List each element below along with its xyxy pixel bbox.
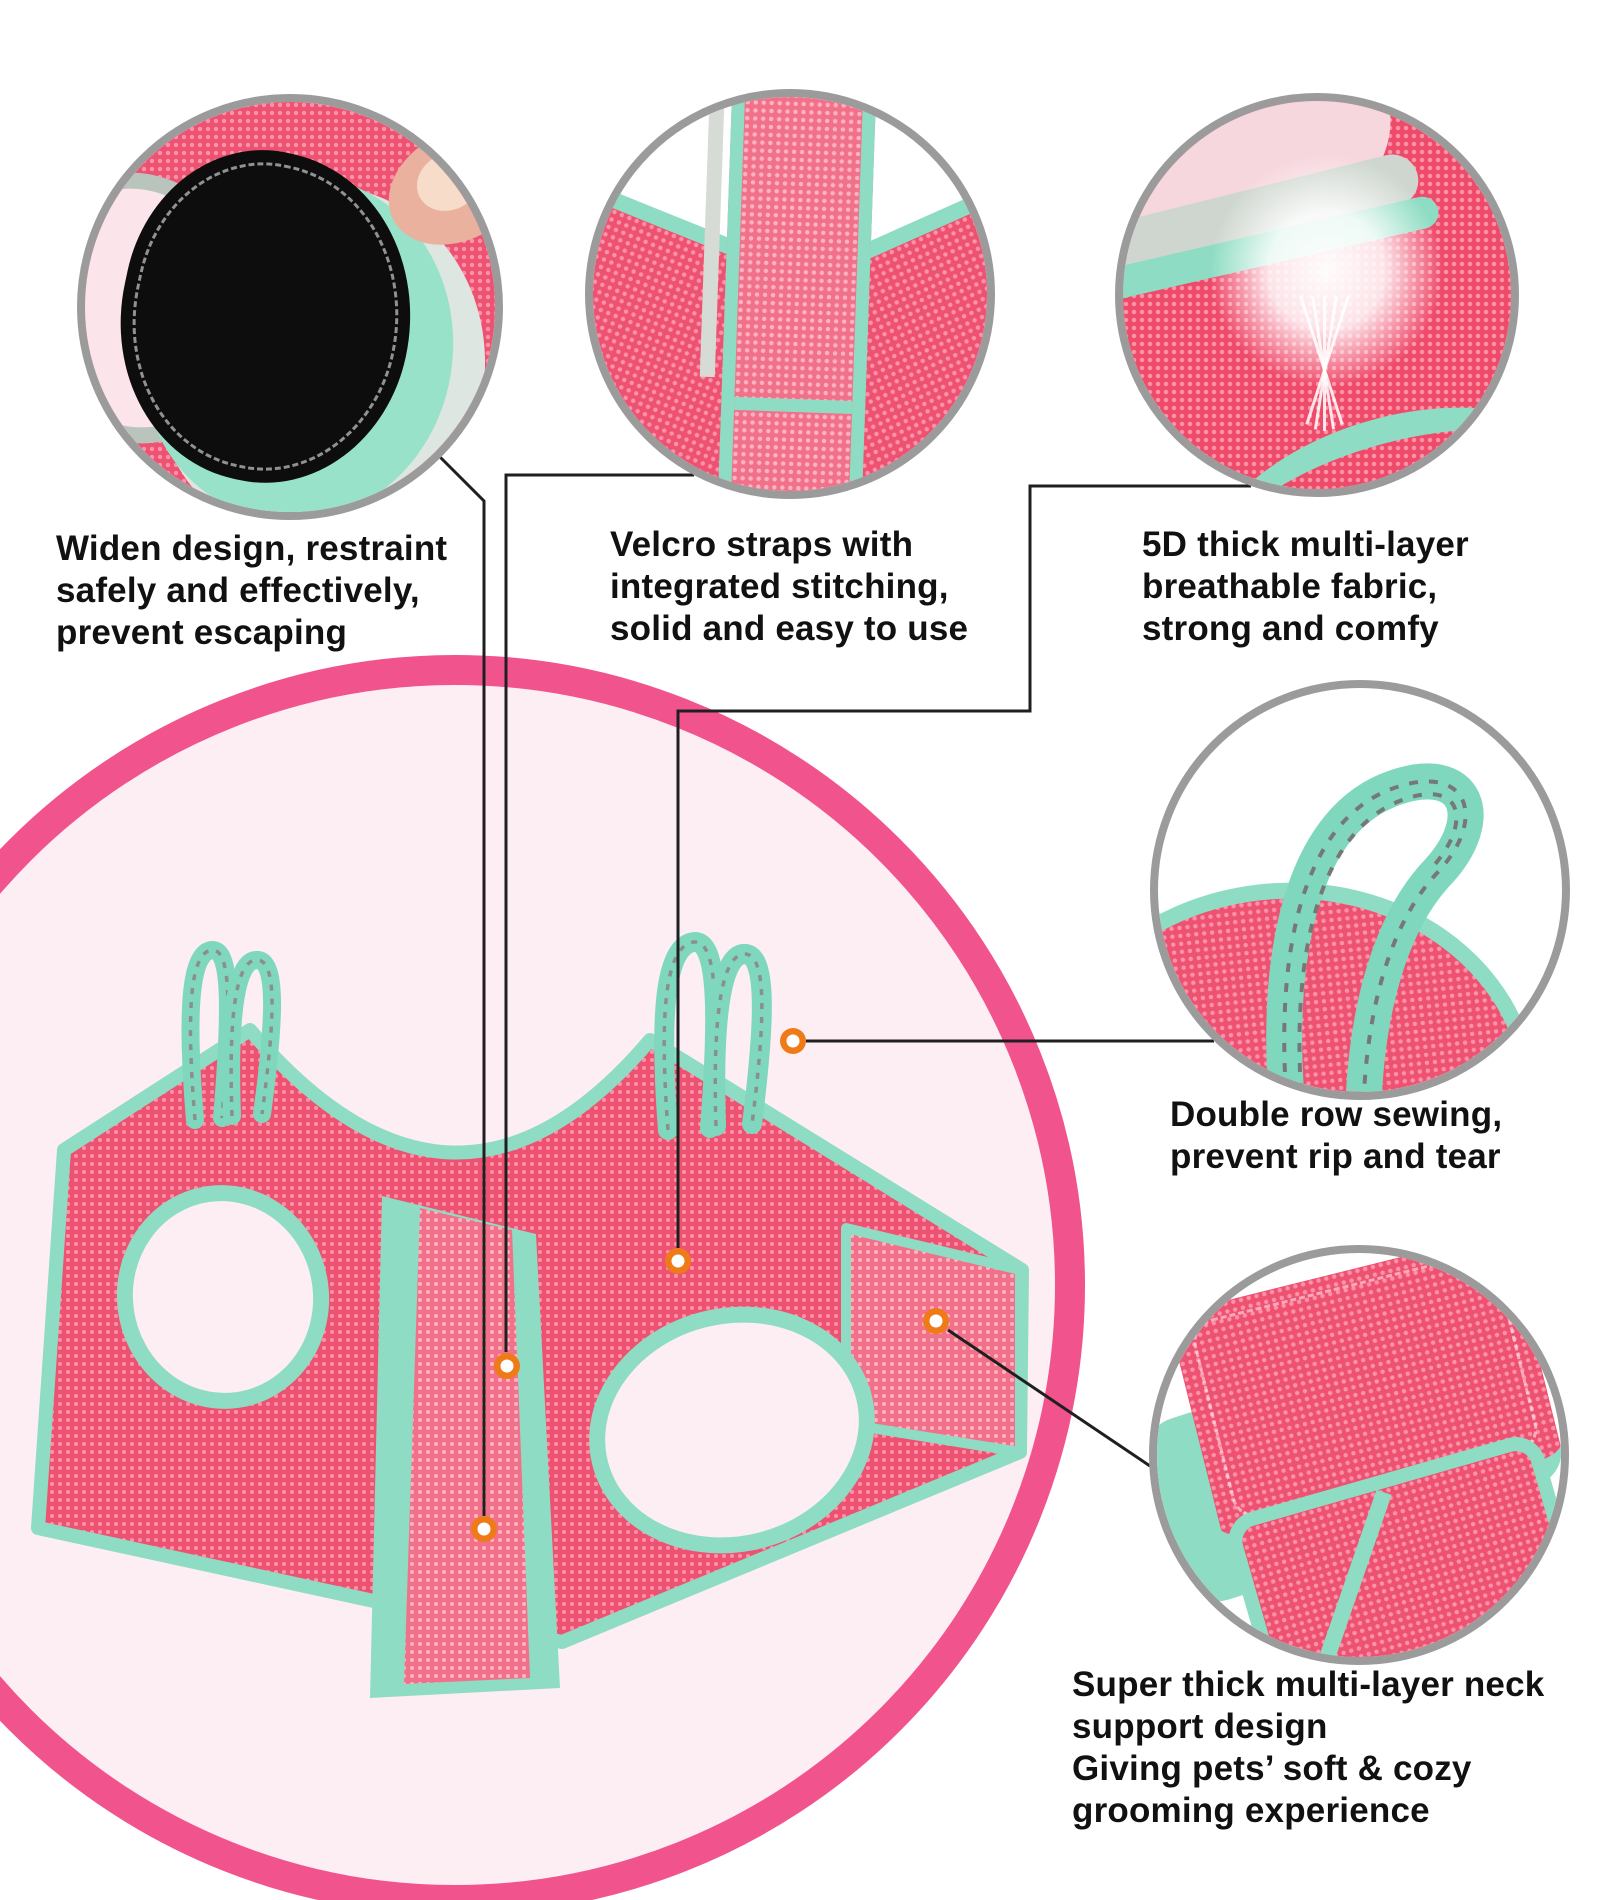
leader-line-5d-fabric — [676, 484, 1251, 1248]
detail-circle-strap-stitching — [585, 89, 995, 499]
detail-circle-breathable-fabric — [1115, 93, 1519, 497]
detail-circle-velcro-flap — [77, 94, 503, 520]
marker-dot-widen-design — [471, 1516, 497, 1542]
strap-loop-drawing — [1266, 763, 1484, 1092]
caption-neck-support: Super thick multi-layer neck support des… — [1072, 1665, 1545, 1830]
marker-dot-5d-fabric — [665, 1248, 691, 1274]
marker-dot-neck-support — [923, 1308, 949, 1334]
stitch-row-2 — [1297, 792, 1459, 1092]
marker-dot-double-row-sewing — [780, 1028, 806, 1054]
fingernail — [406, 141, 492, 222]
strap-bottom-seam — [734, 396, 853, 414]
left-leg-hole — [116, 1185, 330, 1409]
strap-loop — [1266, 763, 1484, 1092]
caption-velcro-straps: Velcro straps with integrated stitching,… — [610, 525, 969, 648]
leader-line-neck-support — [947, 1328, 1151, 1468]
marker-dot-velcro-straps — [494, 1353, 520, 1379]
left-hanging-straps — [181, 941, 281, 1129]
caption-widen-design: Widen design, restraint safely and effec… — [56, 529, 448, 652]
caption-double-row-sewing: Double row sewing, prevent rip and tear — [1170, 1095, 1503, 1176]
detail-circle-double-row-sewing — [1150, 680, 1570, 1100]
stitch-row-1 — [1282, 779, 1468, 1092]
vertical-velcro-strap — [717, 97, 877, 491]
detail-circle-neck-support — [1149, 1245, 1569, 1665]
caption-5d-fabric: 5D thick multi-layer breathable fabric, … — [1142, 525, 1469, 648]
center-strap-band — [404, 1208, 530, 1684]
trim-chevron — [1319, 1489, 1392, 1657]
right-leg-hole — [589, 1306, 875, 1554]
right-hanging-straps — [654, 932, 772, 1140]
